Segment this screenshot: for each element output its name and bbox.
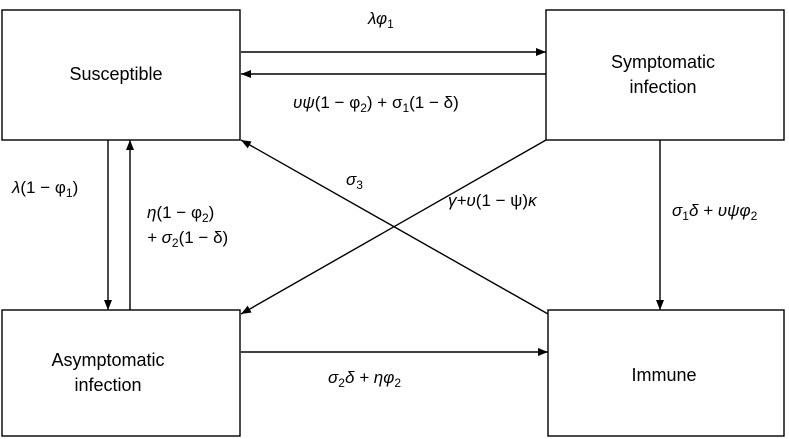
rate-label-lambda-1-minus-phi1: λ(1 − φ1) <box>11 178 78 200</box>
node-immune: Immune <box>547 309 785 437</box>
node-box <box>1 9 241 141</box>
node-label-line1: Symptomatic <box>611 52 715 72</box>
rate-label-sigma1-delta: σ1δ + υψφ2 <box>672 201 758 223</box>
rate-label-eta-line2: + σ2(1 − δ) <box>147 228 228 250</box>
node-label: Susceptible <box>69 64 162 84</box>
node-label: Immune <box>631 365 696 385</box>
node-box <box>547 309 785 437</box>
node-box <box>1 309 241 437</box>
node-label-line2: infection <box>74 375 141 395</box>
node-label-line1: Asymptomatic <box>51 350 164 370</box>
rate-label-lambda-phi1: λφ1 <box>367 9 394 31</box>
rate-label-eta-line1: η(1 − φ2) <box>147 203 214 225</box>
node-box <box>545 9 785 141</box>
node-symptomatic-infection: Symptomatic infection <box>545 9 785 141</box>
node-label-line2: infection <box>629 77 696 97</box>
rate-label-sigma3: σ3 <box>346 170 363 192</box>
rate-label-sigma2-delta: σ2δ + ηφ2 <box>328 368 401 390</box>
rate-label-gamma: γ+υ(1 − ψ)κ <box>448 191 538 210</box>
node-asymptomatic-infection: Asymptomatic infection <box>1 309 241 437</box>
arrow-symptomatic-to-asymptomatic <box>240 139 547 315</box>
rate-label-upsilon-psi: υψ(1 − φ2) + σ1(1 − δ) <box>293 93 459 115</box>
node-susceptible: Susceptible <box>1 9 241 141</box>
